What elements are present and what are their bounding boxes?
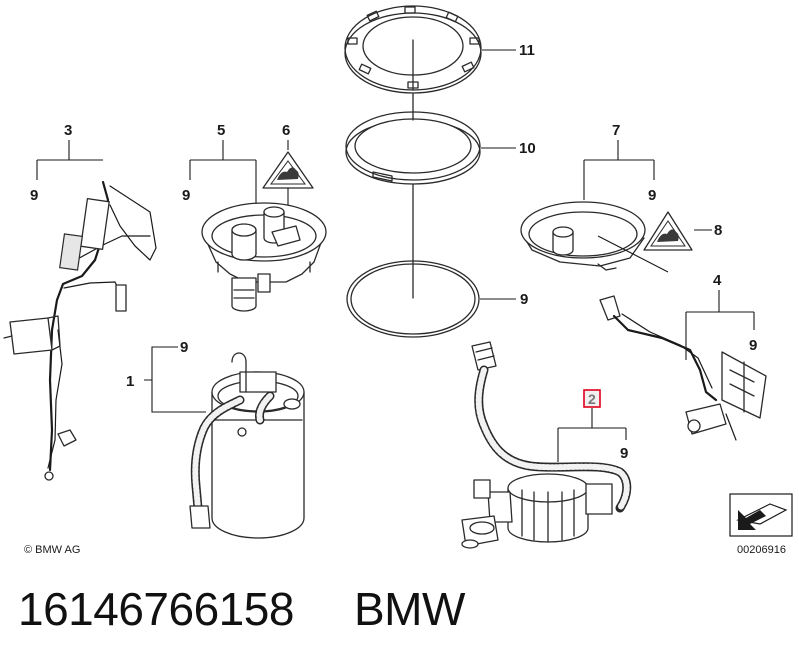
callout-9-sender-left[interactable]: 9 bbox=[30, 187, 38, 204]
locking-ring-part-11[interactable] bbox=[344, 5, 482, 94]
o-ring-part-9[interactable] bbox=[346, 183, 480, 338]
diagram-code: 00206916 bbox=[737, 544, 786, 556]
copyright-text: © BMW AG bbox=[24, 544, 80, 556]
callout-1[interactable]: 1 bbox=[126, 373, 134, 390]
callout-4[interactable]: 4 bbox=[713, 272, 722, 289]
fuel-pump-flange-left[interactable] bbox=[201, 202, 327, 312]
leader-7 bbox=[583, 140, 655, 200]
callout-10[interactable]: 10 bbox=[519, 140, 536, 157]
callout-6[interactable]: 6 bbox=[282, 122, 290, 139]
callout-9-pump[interactable]: 9 bbox=[180, 339, 188, 356]
callout-5[interactable]: 5 bbox=[217, 122, 225, 139]
fuel-pump-part-1[interactable] bbox=[189, 352, 305, 539]
callout-3[interactable]: 3 bbox=[64, 122, 72, 139]
callout-9-filter[interactable]: 9 bbox=[620, 445, 628, 462]
fuel-pump-flange-right[interactable] bbox=[520, 201, 669, 273]
fuel-filter-part-2[interactable] bbox=[461, 341, 632, 549]
leader-4 bbox=[685, 290, 755, 360]
callout-7[interactable]: 7 bbox=[612, 122, 620, 139]
callout-8[interactable]: 8 bbox=[714, 222, 722, 239]
highlight-box-part-2 bbox=[583, 389, 601, 408]
leader-1 bbox=[144, 346, 206, 413]
callout-11[interactable]: 11 bbox=[519, 42, 535, 59]
part-number: 16146766158 bbox=[18, 583, 294, 635]
seal-ring-part-10[interactable] bbox=[345, 93, 481, 185]
leader-5 bbox=[189, 140, 257, 210]
fuel-level-sender-right[interactable] bbox=[599, 295, 767, 441]
callout-9-ring[interactable]: 9 bbox=[520, 291, 528, 308]
callout-9-flange-right[interactable]: 9 bbox=[648, 187, 656, 204]
callout-9-flange-left[interactable]: 9 bbox=[182, 187, 190, 204]
parts-diagram: 11 10 9 3 9 5 9 6 bbox=[3, 5, 793, 556]
diagram-reference-icon bbox=[729, 493, 793, 537]
warning-label-part-8[interactable] bbox=[643, 211, 693, 251]
fuel-level-sender-left[interactable] bbox=[3, 180, 157, 481]
callout-2[interactable]: 2 bbox=[588, 391, 596, 407]
brand-name: BMW bbox=[354, 583, 465, 635]
leader-3 bbox=[36, 140, 103, 180]
leader-2 bbox=[557, 408, 627, 462]
callout-9-sender-right[interactable]: 9 bbox=[749, 337, 757, 354]
